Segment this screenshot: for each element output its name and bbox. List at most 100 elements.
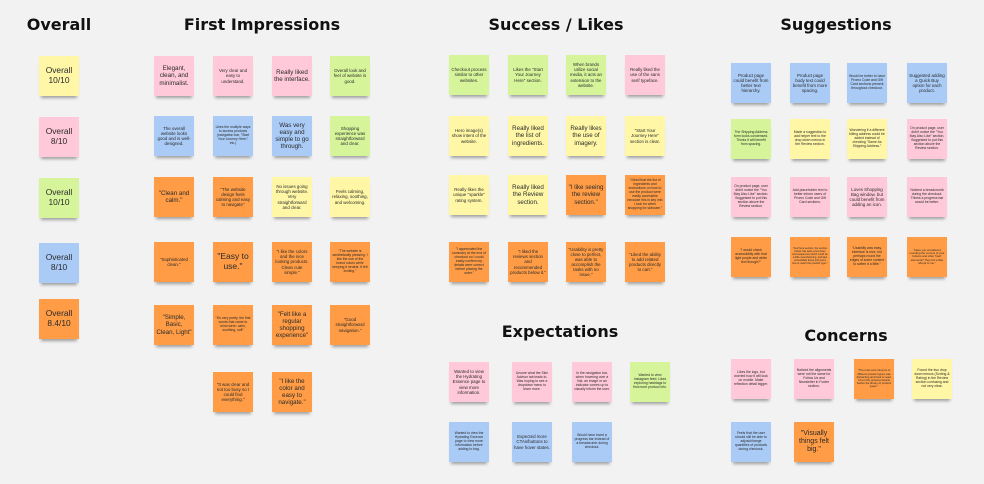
note-text: When brands utilize social media, it act… [570, 62, 602, 88]
note-text: Checkout process similar to other websit… [451, 67, 487, 83]
sticky-note[interactable]: Likes the logo, but worried how it will … [731, 359, 771, 399]
sticky-note[interactable]: Wanted to view Instagram feed. Likes exp… [630, 362, 670, 402]
note-text: Really liked the interface. [274, 68, 310, 83]
sticky-note[interactable]: "Have you considered rounding the corner… [907, 237, 947, 277]
sticky-note[interactable]: "Visually things felt big." [794, 422, 834, 462]
sticky-note[interactable]: On product page, user didn't notice the … [731, 177, 771, 217]
sticky-note[interactable]: "I liked that the list of ingredients an… [625, 175, 665, 215]
sticky-note[interactable]: Feels calming, relaxing, soothing, and w… [330, 177, 370, 217]
sticky-note[interactable]: Loves Shopping Bag window, but could ben… [847, 177, 887, 217]
sticky-note[interactable]: Found the two drop down menus (Sorting &… [912, 359, 952, 399]
sticky-note[interactable]: Likes the multiple ways to access produc… [213, 116, 253, 156]
sticky-note[interactable]: "The website is aesthetically pleasing. … [330, 242, 370, 282]
sticky-note[interactable]: Overall look and feel of website is good… [330, 56, 370, 96]
sticky-note[interactable]: The overall website looks good and is we… [154, 116, 194, 156]
sticky-note[interactable]: Unsure what the Skin Advisor tab leads t… [512, 362, 552, 402]
sticky-note[interactable]: "And here section, the section below has… [790, 237, 830, 277]
sticky-note[interactable]: Likes the "Start Your Journey Here" sect… [508, 55, 548, 95]
note-text: "Clean and calm." [158, 189, 190, 204]
sticky-note[interactable]: Checkout process similar to other websit… [449, 55, 489, 95]
sticky-note[interactable]: Overall 8/10 [39, 117, 79, 157]
note-text: Really likes the use of imagery. [570, 125, 602, 147]
sticky-note[interactable]: On product page, user didn't notice the … [907, 119, 947, 159]
sticky-note[interactable]: "Easy to use." [213, 242, 253, 282]
sticky-note[interactable]: "It's very pretty, the first words that … [213, 305, 253, 345]
sticky-note[interactable]: Wanted to view the Hydrating Essence pag… [449, 362, 489, 402]
sticky-note[interactable]: Really liked the use of the sans serif t… [625, 55, 665, 95]
sticky-note[interactable]: Product page body text could benefit fro… [790, 63, 830, 103]
sticky-note[interactable]: When brands utilize social media, it act… [566, 55, 606, 95]
sticky-note[interactable]: "Liked the ability to add related produc… [625, 242, 665, 282]
sticky-note[interactable]: Really liked the Review section. [508, 175, 548, 215]
sticky-note[interactable]: "The website design feels calming and ea… [213, 177, 253, 217]
note-text: Add placeholder text to better inform us… [792, 188, 828, 204]
note-text: "I like the colors and the nice looking … [275, 249, 309, 275]
note-text: The Shipping Address form looks condense… [733, 130, 769, 146]
sticky-note[interactable]: "I would check accessibility with that l… [731, 237, 771, 277]
note-text: "The rows and columns of different produ… [856, 368, 892, 389]
sticky-note[interactable]: "Good straightforward navigation." [330, 305, 370, 345]
sticky-note[interactable]: "I liked the reviews section and recomme… [508, 242, 548, 282]
sticky-note[interactable]: "Clean and calm." [154, 177, 194, 217]
sticky-note[interactable]: No issues going through website. Very st… [272, 177, 312, 217]
note-text: "Visually things felt big." [799, 429, 829, 454]
sticky-note[interactable]: "Usability was easy, interface is nice, … [847, 237, 887, 277]
sticky-note[interactable]: Overall 10/10 [39, 178, 79, 218]
sticky-note[interactable]: Very clear and easy to understand. [213, 56, 253, 96]
sticky-note[interactable]: Overall 8.4/10 [39, 299, 79, 339]
sticky-note[interactable]: Suggested adding a Quick Buy option for … [907, 63, 947, 103]
note-text: "Usability was easy, interface is nice, … [849, 246, 885, 266]
sticky-note[interactable]: Hero image(s) show intent of the website… [449, 116, 489, 156]
sticky-note[interactable]: "It was clear and not too busy so I coul… [213, 372, 253, 412]
note-text: Overall 8.4/10 [45, 308, 73, 328]
sticky-note[interactable]: Really liked the interface. [272, 56, 312, 96]
note-text: "Have you considered rounding the corner… [909, 247, 945, 265]
sticky-note[interactable]: "Sophisticated clean." [154, 242, 194, 282]
sticky-note[interactable]: "I like seeing the review section." [566, 175, 606, 215]
sticky-note[interactable]: "Usability is pretty close to perfect, w… [566, 242, 606, 282]
sticky-note[interactable]: "The rows and columns of different produ… [854, 359, 894, 399]
sticky-note[interactable]: Shopping experience was straightforward … [330, 116, 370, 156]
sticky-note[interactable]: Wanted to view the Hydrating Essence pag… [449, 422, 489, 462]
sticky-note[interactable]: In the navigation bar, when hovering ove… [572, 362, 612, 402]
note-text: Loves Shopping Bag window, but could ben… [849, 186, 885, 208]
sticky-note[interactable]: "I like the colors and the nice looking … [272, 242, 312, 282]
sticky-note[interactable]: "Start Your Journey Here" section is cle… [625, 116, 665, 156]
note-text: Noticed the alignments were not the same… [796, 368, 832, 388]
sticky-note[interactable]: Would have loved a progress bar instead … [572, 422, 612, 462]
sticky-note[interactable]: Elegant, clean, and minimalist. [154, 56, 194, 96]
sticky-note[interactable]: Feels that the user should still be able… [731, 422, 771, 462]
note-text: "Simple, Basic, Clean, Light" [156, 314, 192, 336]
sticky-note[interactable]: Overall 8/10 [39, 243, 79, 283]
note-text: "I liked that the list of ingredients an… [627, 178, 663, 210]
sticky-note[interactable]: The Shipping Address form looks condense… [731, 119, 771, 159]
sticky-note[interactable]: Noticed a breadcrumb during the checkout… [907, 177, 947, 217]
sticky-note[interactable]: Was very easy and simple to go through. [272, 116, 312, 156]
section-title-success-likes: Success / Likes [488, 15, 624, 34]
note-text: "Easy to use." [217, 251, 249, 271]
sticky-note[interactable]: Add placeholder text to better inform us… [790, 177, 830, 217]
sticky-note[interactable]: Wondering if a different billing address… [847, 119, 887, 159]
sticky-note[interactable]: Product page could benefit from better t… [731, 63, 771, 103]
sticky-note[interactable]: Really likes the use of imagery. [566, 116, 606, 156]
sticky-note[interactable]: Really likes the unique "sparkle" rating… [449, 175, 489, 215]
sticky-note[interactable]: Really liked the list of ingredients. [508, 116, 548, 156]
note-text: Likes the logo, but worried how it will … [734, 370, 768, 386]
note-text: "The website design feels calming and ea… [215, 186, 251, 208]
sticky-note[interactable]: "Felt like a regular shopping experience… [272, 305, 312, 345]
sticky-note[interactable]: "I appreciated the summary at the end of… [449, 242, 489, 282]
sticky-note[interactable]: "Simple, Basic, Clean, Light" [154, 305, 194, 345]
sticky-note[interactable]: Noticed the alignments were not the same… [794, 359, 834, 399]
sticky-note[interactable]: Expected more CTAs/buttons to have hover… [512, 422, 552, 462]
note-text: Hero image(s) show intent of the website… [451, 128, 487, 144]
note-text: "I like the color and easy to navigate." [278, 377, 306, 407]
sticky-note[interactable]: Would be better to have Promo Code and G… [847, 63, 887, 103]
sticky-note[interactable]: Made a suggestion to add helper text to … [790, 119, 830, 159]
note-text: Product page could benefit from better t… [733, 72, 769, 94]
sticky-note[interactable]: Overall 10/10 [39, 56, 79, 96]
note-text: Suggested adding a Quick Buy option for … [909, 72, 945, 94]
note-text: Overall 8/10 [45, 252, 73, 272]
sticky-note[interactable]: "I like the color and easy to navigate." [272, 372, 312, 412]
note-text: On product page, user didn't notice the … [909, 126, 945, 150]
note-text: Was very easy and simple to go through. [275, 121, 309, 151]
